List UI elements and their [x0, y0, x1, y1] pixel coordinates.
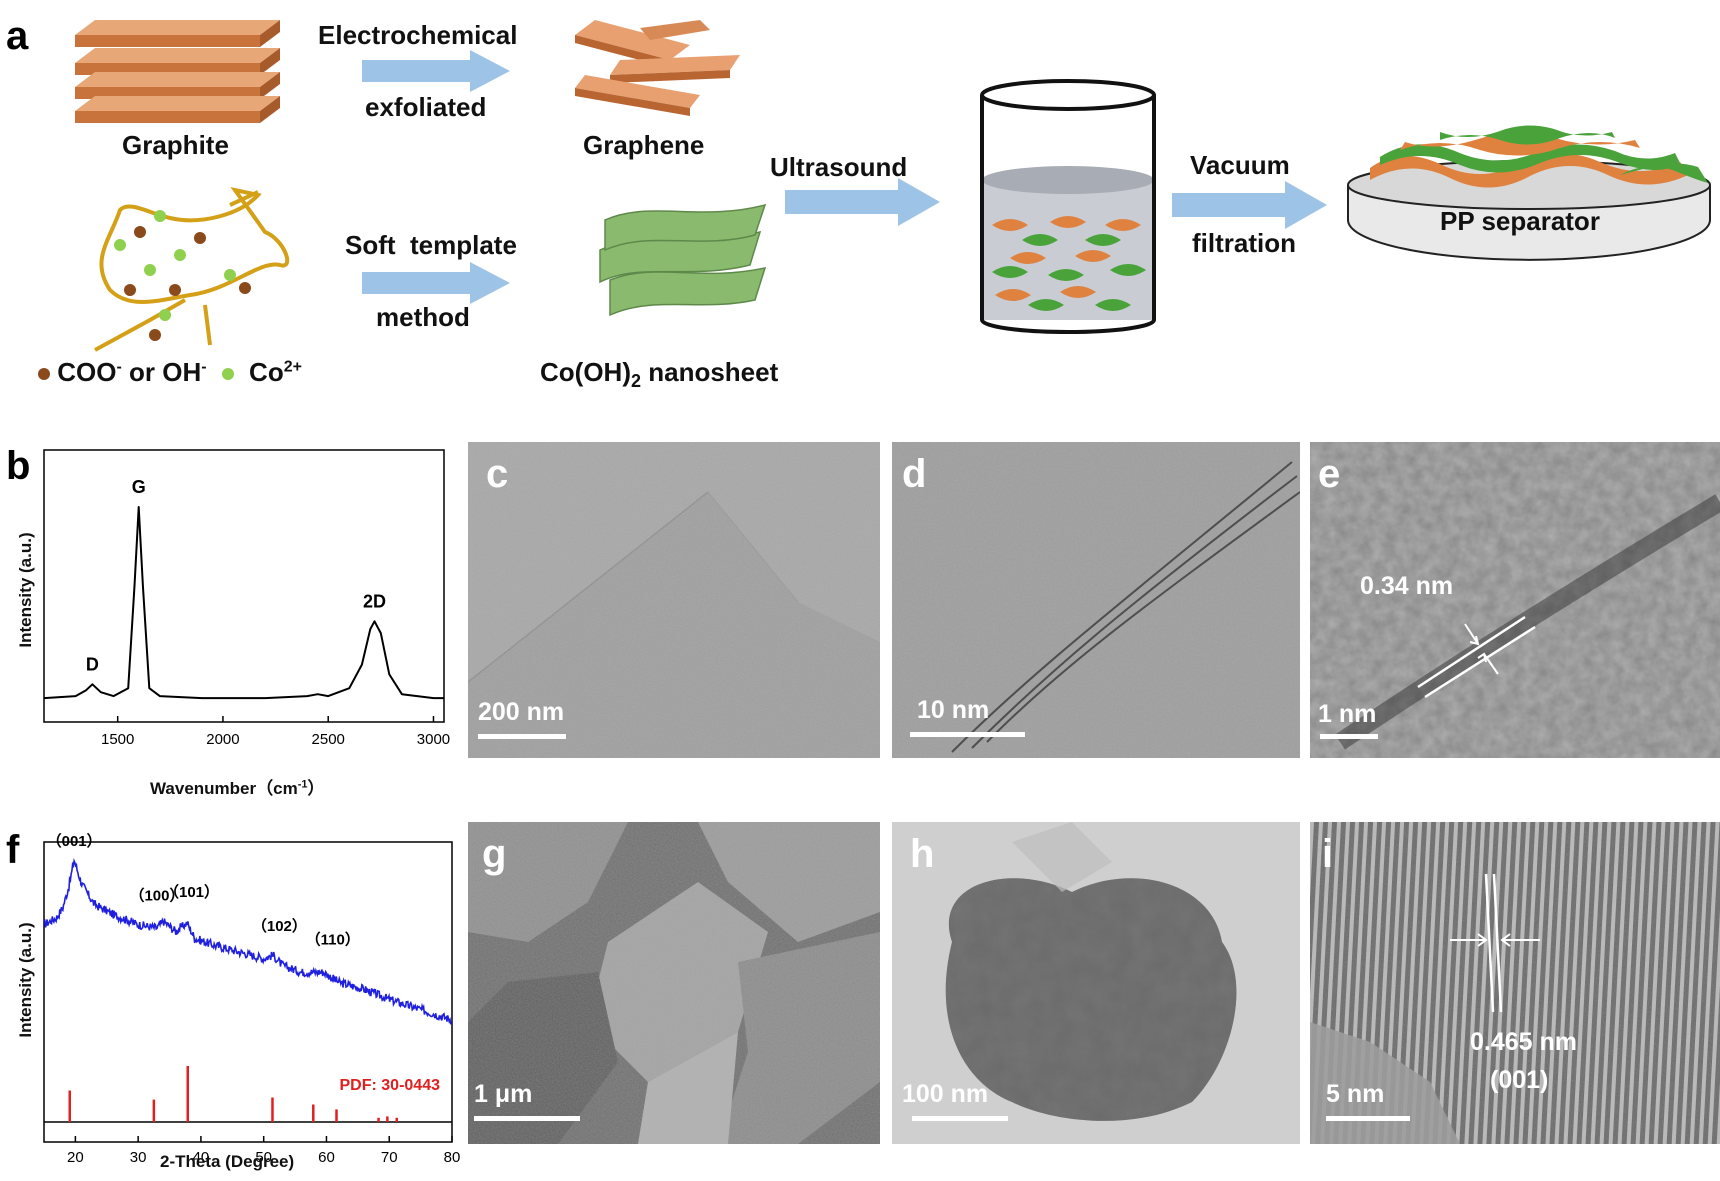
nanosheet-label: Co(OH)2 nanosheet: [540, 357, 779, 392]
raman-x-tick-label: 3000: [417, 731, 450, 748]
tem-image-h: h 100 nm: [892, 822, 1300, 1144]
raman-plot-frame: [43, 449, 445, 723]
raman-chart: 1500 2000 2500 3000 D G 2D: [43, 449, 450, 748]
raman-x-tick-label: 2000: [206, 731, 239, 748]
panel-label-f: f: [6, 828, 20, 872]
plane-label-i: (001): [1490, 1066, 1549, 1094]
arrow-electrochemical-icon: [362, 50, 510, 92]
scale-bar-label-i: 5 nm: [1326, 1080, 1385, 1108]
nanosheet-stack-icon: [599, 203, 767, 317]
xrd-plot-frame: [43, 841, 453, 1143]
raman-peak-label: 2D: [363, 591, 386, 611]
panel-label-d: d: [902, 452, 927, 496]
ultrasound-label: Ultrasound: [770, 152, 908, 182]
scale-bar-label-h: 100 nm: [902, 1080, 989, 1108]
xrd-series-line: [43, 857, 452, 1025]
scale-bar-label-c: 200 nm: [478, 698, 565, 726]
tem-image-c: c 200 nm: [468, 442, 880, 758]
soft-template-icon: [94, 186, 290, 352]
xrd-peak-label: （101）: [164, 883, 219, 901]
raman-x-axis-label: Wavenumber（cm-1）: [150, 778, 325, 798]
scale-bar-c: [478, 734, 566, 739]
xrd-reference-label: PDF: 30-0443: [340, 1077, 441, 1094]
raman-x-tick-label: 2500: [312, 731, 345, 748]
panel-a-legend: COO- or OH- Co2+: [38, 357, 302, 388]
arrow-soft-template-icon: [362, 262, 510, 304]
xrd-x-tick-label: 60: [318, 1149, 335, 1166]
pp-separator-dish-icon: [1347, 125, 1711, 261]
beaker-icon: [980, 79, 1156, 334]
electrochemical-label: Electrochemical: [318, 20, 518, 50]
xrd-peak-label: （102）: [252, 917, 307, 935]
scale-bar-g: [474, 1116, 580, 1121]
raman-y-axis-label: Intensity (a.u.): [16, 532, 35, 648]
arrow-vacuum-icon: [1172, 181, 1327, 229]
filtration-label: filtration: [1192, 228, 1296, 258]
lattice-spacing-label-e: 0.34 nm: [1360, 572, 1454, 600]
scale-bar-e: [1320, 734, 1378, 739]
panel-label-a: a: [6, 14, 29, 58]
lattice-spacing-label-i: 0.465 nm: [1470, 1028, 1578, 1056]
xrd-x-tick-label: 20: [67, 1149, 84, 1166]
soft-template-label: Soft template: [345, 230, 517, 260]
exfoliated-label: exfoliated: [365, 92, 487, 122]
panel-label-h: h: [910, 832, 935, 876]
tem-image-i: i 0.465 nm (001) 5 nm: [1310, 822, 1720, 1144]
pp-separator-label: PP separator: [1440, 206, 1600, 236]
panel-a-illustrations: [75, 20, 1711, 352]
scale-bar-label-d: 10 nm: [917, 696, 990, 724]
sem-image-g: g 1 μm: [468, 822, 880, 1144]
xrd-chart: PDF: 30-0443 20 30 40 50 60 70 80 （001） （100）（101…: [43, 832, 460, 1166]
scale-bar-label-g: 1 μm: [474, 1080, 533, 1108]
xrd-peak-label: （100）: [129, 886, 184, 904]
green-dot-icon: [221, 368, 234, 381]
raman-peak-label: G: [132, 477, 146, 497]
graphene-label: Graphene: [583, 130, 705, 160]
xrd-x-tick-label: 50: [255, 1149, 272, 1166]
raman-series-line: [43, 506, 444, 700]
brown-dot-icon: [38, 368, 50, 381]
tem-image-e: e 0.34 nm 1 nm: [1310, 442, 1720, 758]
panel-label-b: b: [6, 444, 31, 488]
graphite-label: Graphite: [122, 130, 229, 160]
xrd-x-tick-label: 30: [130, 1149, 147, 1166]
panel-label-c: c: [486, 452, 509, 496]
tem-image-d: d 10 nm: [892, 442, 1300, 758]
raman-x-tick-label: 1500: [101, 731, 134, 748]
arrow-ultrasound-icon: [785, 178, 940, 226]
xrd-y-axis-label: Intensity (a.u.): [16, 922, 35, 1038]
method-label: method: [376, 302, 470, 332]
panel-label-g: g: [482, 832, 507, 876]
xrd-x-tick-label: 80: [444, 1149, 460, 1166]
vacuum-label: Vacuum: [1190, 150, 1290, 180]
xrd-x-tick-label: 40: [193, 1149, 210, 1166]
scale-bar-d: [910, 732, 1025, 737]
graphene-flakes-icon: [575, 20, 740, 116]
xrd-peak-label: （110）: [306, 931, 360, 949]
xrd-x-axis-label: 2-Theta (Degree): [160, 1152, 295, 1171]
graphite-stack-icon: [75, 20, 280, 123]
xrd-x-tick-label: 70: [381, 1149, 398, 1166]
scale-bar-label-e: 1 nm: [1318, 700, 1377, 728]
scale-bar-i: [1326, 1116, 1410, 1121]
panel-label-e: e: [1318, 452, 1341, 496]
panel-label-i: i: [1322, 832, 1334, 876]
raman-peak-label: D: [86, 654, 99, 674]
scale-bar-h: [912, 1116, 1008, 1121]
xrd-peak-label: （001）: [47, 832, 102, 850]
